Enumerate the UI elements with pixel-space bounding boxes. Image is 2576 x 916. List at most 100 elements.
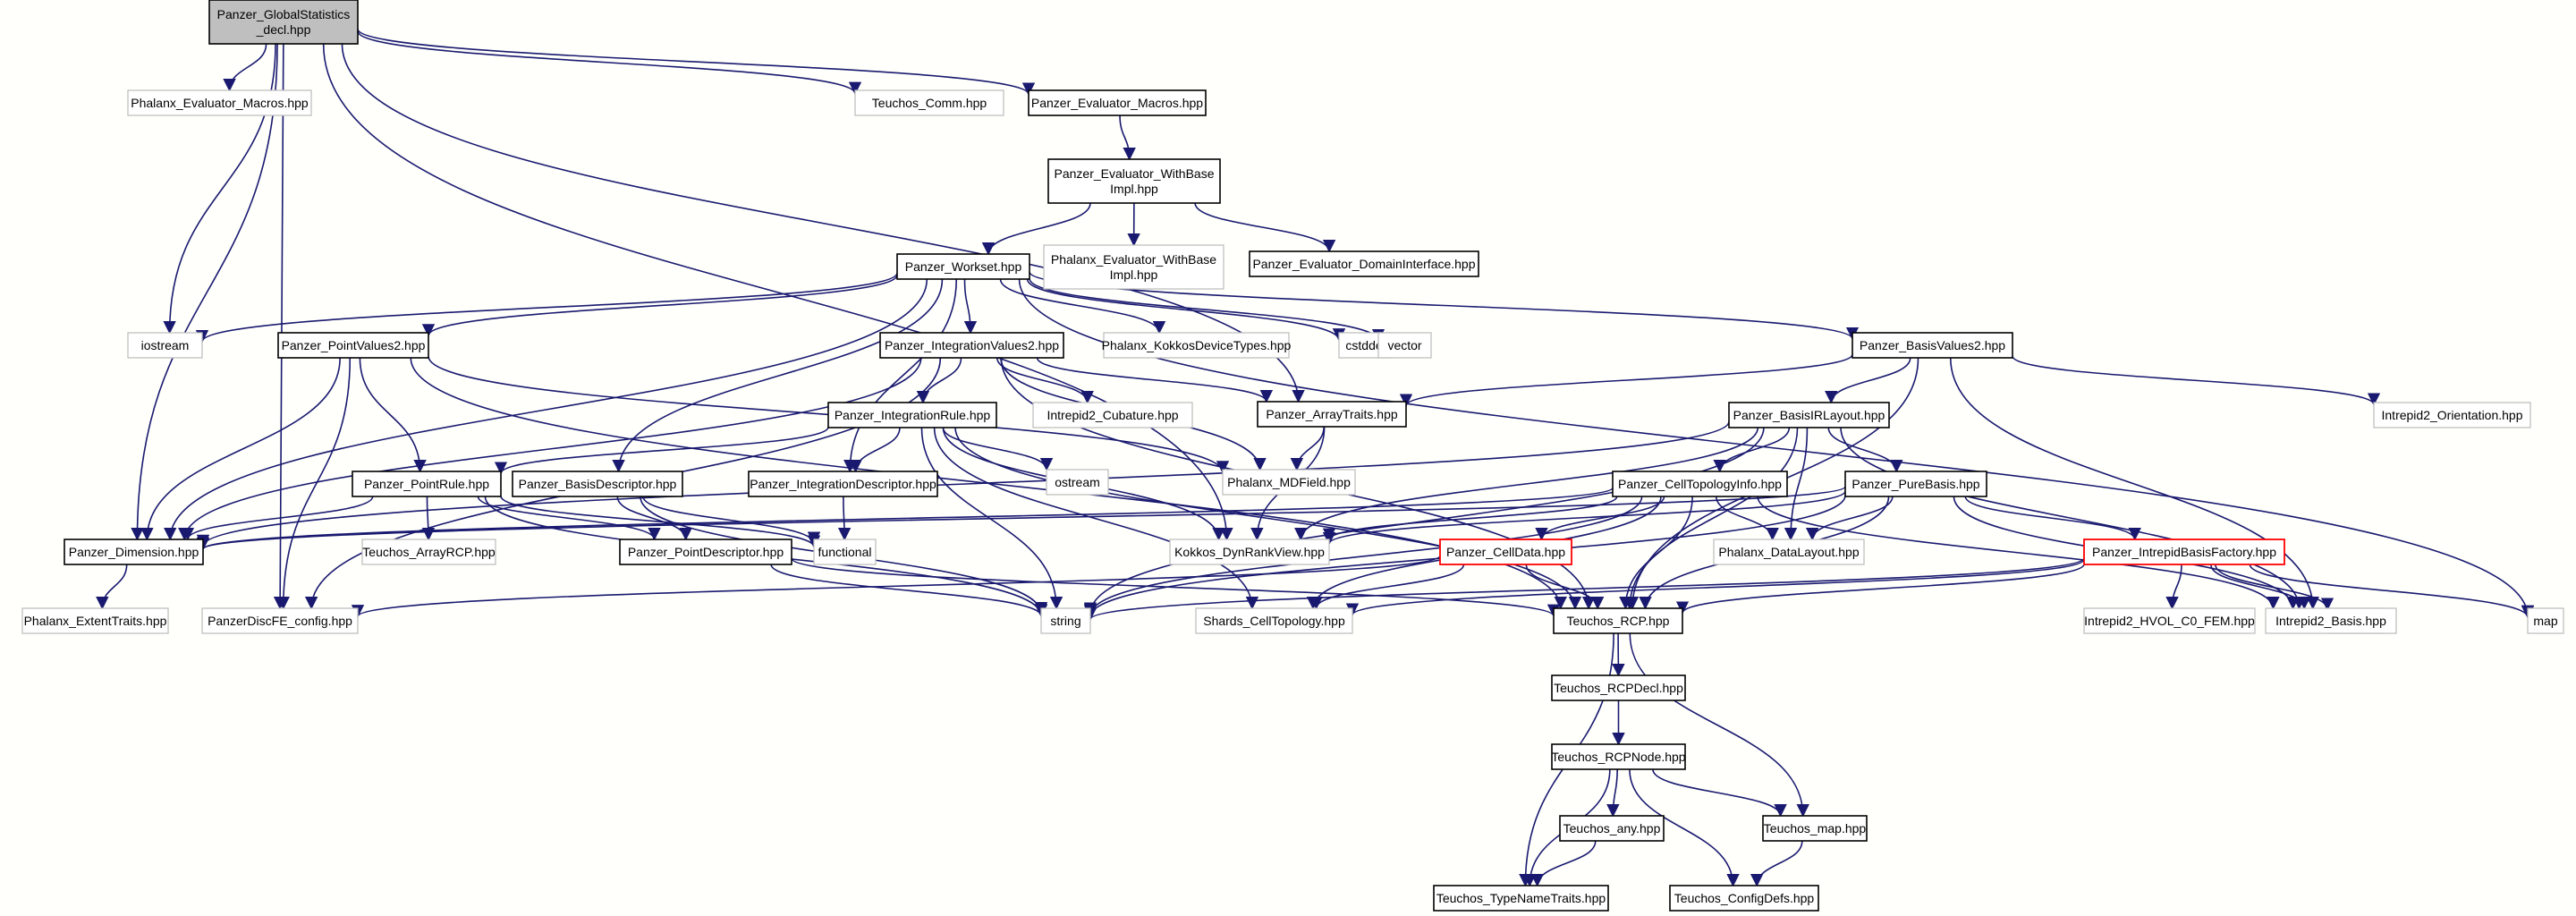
node-box (1612, 471, 1788, 497)
node-box (1040, 607, 1091, 634)
edge-pz_intvalues2-to-pz_intrule (916, 357, 962, 404)
edge-pz_workset-to-phx_kokkos_types (999, 278, 1166, 335)
node-panzer-workset-hpp[interactable]: Panzer_Workset.hpp (896, 253, 1030, 280)
edge-pz_celltopoinfo-to-intrepid2_basis (1757, 496, 2280, 610)
node-panzer-pointdescriptor-hpp[interactable]: Panzer_PointDescriptor.hpp (619, 539, 792, 565)
edge-pz_basisdescriptor-to-pz_pointdescriptor (616, 496, 692, 541)
node-teuchos-configdefs-hpp[interactable]: Teuchos_ConfigDefs.hpp (1669, 885, 1819, 912)
node-box (2373, 402, 2531, 428)
node-box (512, 471, 683, 497)
node-panzer-basisvalues2-hpp[interactable]: Panzer_BasisValues2.hpp (1852, 332, 2013, 359)
node-teuchos-comm-hpp: Teuchos_Comm.hpp (854, 89, 1004, 116)
node-label: functional (818, 545, 872, 559)
edge-pz_workset-to-vector (1029, 277, 1385, 343)
edge-pz_pointvalues2-to-pz_pointrule (359, 357, 427, 473)
edge-pz_intrepidfactory-to-teuchos_rcp (1676, 564, 2085, 615)
edge-pz_eval_withbase-to-pz_eval_domain (1194, 202, 1336, 253)
node-box (1103, 332, 1290, 359)
edge-teuchos_rcpnode-to-teuchos_configdefs (1629, 768, 1740, 887)
node-box (896, 253, 1030, 280)
node-label: Phalanx_Evaluator_WithBase (1051, 252, 1216, 267)
node-panzer-integrationrule-hpp[interactable]: Panzer_IntegrationRule.hpp (827, 402, 997, 428)
node-label: Teuchos_TypeNameTraits.hpp (1436, 891, 1606, 905)
edge-pz_intrepidfactory-to-string (1084, 557, 2085, 621)
edge-pz_basisvalues2-to-intrepid2_basis (1949, 357, 2319, 610)
node-teuchos-map-hpp[interactable]: Teuchos_map.hpp (1762, 815, 1868, 842)
edge-pz_purebasis-to-kokkos_dynrank (1323, 490, 1846, 546)
edge-pz_workset-to-pz_intvalues2 (963, 278, 978, 335)
node-panzer-celldata-hpp[interactable]: Panzer_CellData.hpp (1439, 539, 1572, 565)
node-panzer-integrationvalues2-hpp[interactable]: Panzer_IntegrationValues2.hpp (879, 332, 1064, 359)
node-teuchos-rcpnode-hpp[interactable]: Teuchos_RCPNode.hpp (1551, 743, 1686, 770)
node-box (1852, 332, 2013, 359)
node-intrepid2-hvol-c0-fem-hpp: Intrepid2_HVOL_C0_FEM.hpp (2083, 607, 2256, 634)
node-box (1551, 674, 1686, 701)
edge-pz_basisirlayout-to-pz_purebasis (1827, 427, 1903, 473)
node-box (1377, 332, 1432, 359)
node-box (1222, 469, 1356, 496)
node-panzer-intrepidbasisfactory-hpp[interactable]: Panzer_IntrepidBasisFactory.hpp (2083, 539, 2285, 565)
node-label: Phalanx_KokkosDeviceTypes.hpp (1102, 338, 1292, 352)
node-label: Intrepid2_Cubature.hpp (1046, 408, 1178, 422)
node-teuchos-any-hpp[interactable]: Teuchos_any.hpp (1559, 815, 1665, 842)
node-panzer-pointrule-hpp[interactable]: Panzer_PointRule.hpp (352, 471, 502, 497)
node-panzer-integrationdescriptor-hpp[interactable]: Panzer_IntegrationDescriptor.hpp (748, 471, 938, 497)
node-panzer-dimension-hpp[interactable]: Panzer_Dimension.hpp (64, 539, 204, 565)
node-panzer-basisirlayout-hpp[interactable]: Panzer_BasisIRLayout.hpp (1728, 402, 1890, 428)
node-panzer-purebasis-hpp[interactable]: Panzer_PureBasis.hpp (1844, 471, 1987, 497)
edge-pz_purebasis-to-pz_dimension (197, 486, 1846, 551)
edge-pz_workset-to-pz_basisdescriptor (612, 278, 944, 473)
node-panzer-evaluator-macros-hpp[interactable]: Panzer_Evaluator_Macros.hpp (1028, 89, 1207, 116)
node-box (879, 332, 1064, 359)
edge-pz_intrepidfactory-to-sstream (2215, 564, 2334, 611)
node-box (2083, 539, 2285, 565)
node-label: Panzer_Evaluator_DomainInterface.hpp (1252, 257, 1475, 271)
edge-pz_pointrule-to-pz_dimension (181, 496, 374, 541)
node-panzer-globalstatistics-decl-hpp[interactable]: Panzer_GlobalStatistics_decl.hpp (208, 0, 359, 45)
edge-pz_pointrule-to-teuchos_arrayrcp (421, 496, 436, 541)
node-box (1195, 607, 1353, 634)
node-box (1669, 885, 1819, 912)
node-box (1028, 89, 1207, 116)
node-teuchos-arrayrcp-hpp: Teuchos_ArrayRCP.hpp (361, 539, 496, 565)
node-panzer-celltopologyinfo-hpp[interactable]: Panzer_CellTopologyInfo.hpp (1612, 471, 1788, 497)
edge-pz_eval_macros-to-pz_eval_withbase (1119, 114, 1136, 161)
edge-root-to-kokkos_dynrank (322, 43, 1233, 541)
node-box (1169, 539, 1330, 565)
node-box (2527, 607, 2564, 634)
edge-pz_intvalues2-to-pz_arraytraits (1036, 357, 1273, 403)
node-panzer-arraytraits-hpp[interactable]: Panzer_ArrayTraits.hpp (1257, 401, 1407, 428)
node-label: Panzer_IntegrationDescriptor.hpp (750, 477, 936, 491)
edge-pz_intrepidfactory-to-intrepid2_hvol (2165, 564, 2182, 610)
node-panzer-basisdescriptor-hpp[interactable]: Panzer_BasisDescriptor.hpp (512, 471, 683, 497)
node-box (1551, 743, 1686, 770)
node-box (1046, 469, 1109, 496)
node-kokkos-dynrankview-hpp: Kokkos_DynRankView.hpp (1169, 539, 1330, 565)
edge-pz_basisirlayout-to-pz_celltopoinfo (1713, 427, 1791, 473)
edge-pz_basisvalues2-to-pz_basisirlayout (1825, 357, 1911, 404)
edge-pz_basisirlayout-to-phx_datalayout (1784, 427, 1809, 541)
edge-root-to-iostream (163, 43, 276, 335)
edge-pz_workset-to-map (1018, 278, 2535, 618)
node-teuchos-rcpdecl-hpp[interactable]: Teuchos_RCPDecl.hpp (1551, 674, 1686, 701)
node-box (1844, 471, 1987, 497)
edge-teuchos_any-to-teuchos_typename (1530, 840, 1597, 887)
node-label: Phalanx_Evaluator_Macros.hpp (131, 96, 309, 110)
edge-pz_basisdescriptor-to-functional (642, 496, 821, 545)
node-label: map (2533, 614, 2557, 628)
node-vector: vector (1377, 332, 1432, 359)
edge-pz_basisvalues2-to-pz_arraytraits (1400, 353, 1853, 407)
node-box (21, 607, 169, 634)
node-panzer-evaluator-domaininterface-hpp[interactable]: Panzer_Evaluator_DomainInterface.hpp (1249, 250, 1479, 277)
node-box (1257, 401, 1407, 428)
edge-pz_celldata-to-pzdiscfe_config (352, 555, 1441, 618)
node-box (64, 539, 204, 565)
header-nodes: Panzer_GlobalStatistics_decl.hppPhalanx_… (21, 0, 2564, 912)
node-teuchos-typenametraits-hpp[interactable]: Teuchos_TypeNameTraits.hpp (1433, 885, 1609, 912)
edge-pz_intrule-to-pz_pointrule (494, 426, 829, 475)
node-panzer-pointvalues2-hpp[interactable]: Panzer_PointValues2.hpp (277, 332, 429, 359)
edge-pz_intrepidfactory-to-shards_celltopo (1346, 558, 2085, 616)
node-teuchos-rcp-hpp[interactable]: Teuchos_RCP.hpp (1553, 607, 1683, 634)
